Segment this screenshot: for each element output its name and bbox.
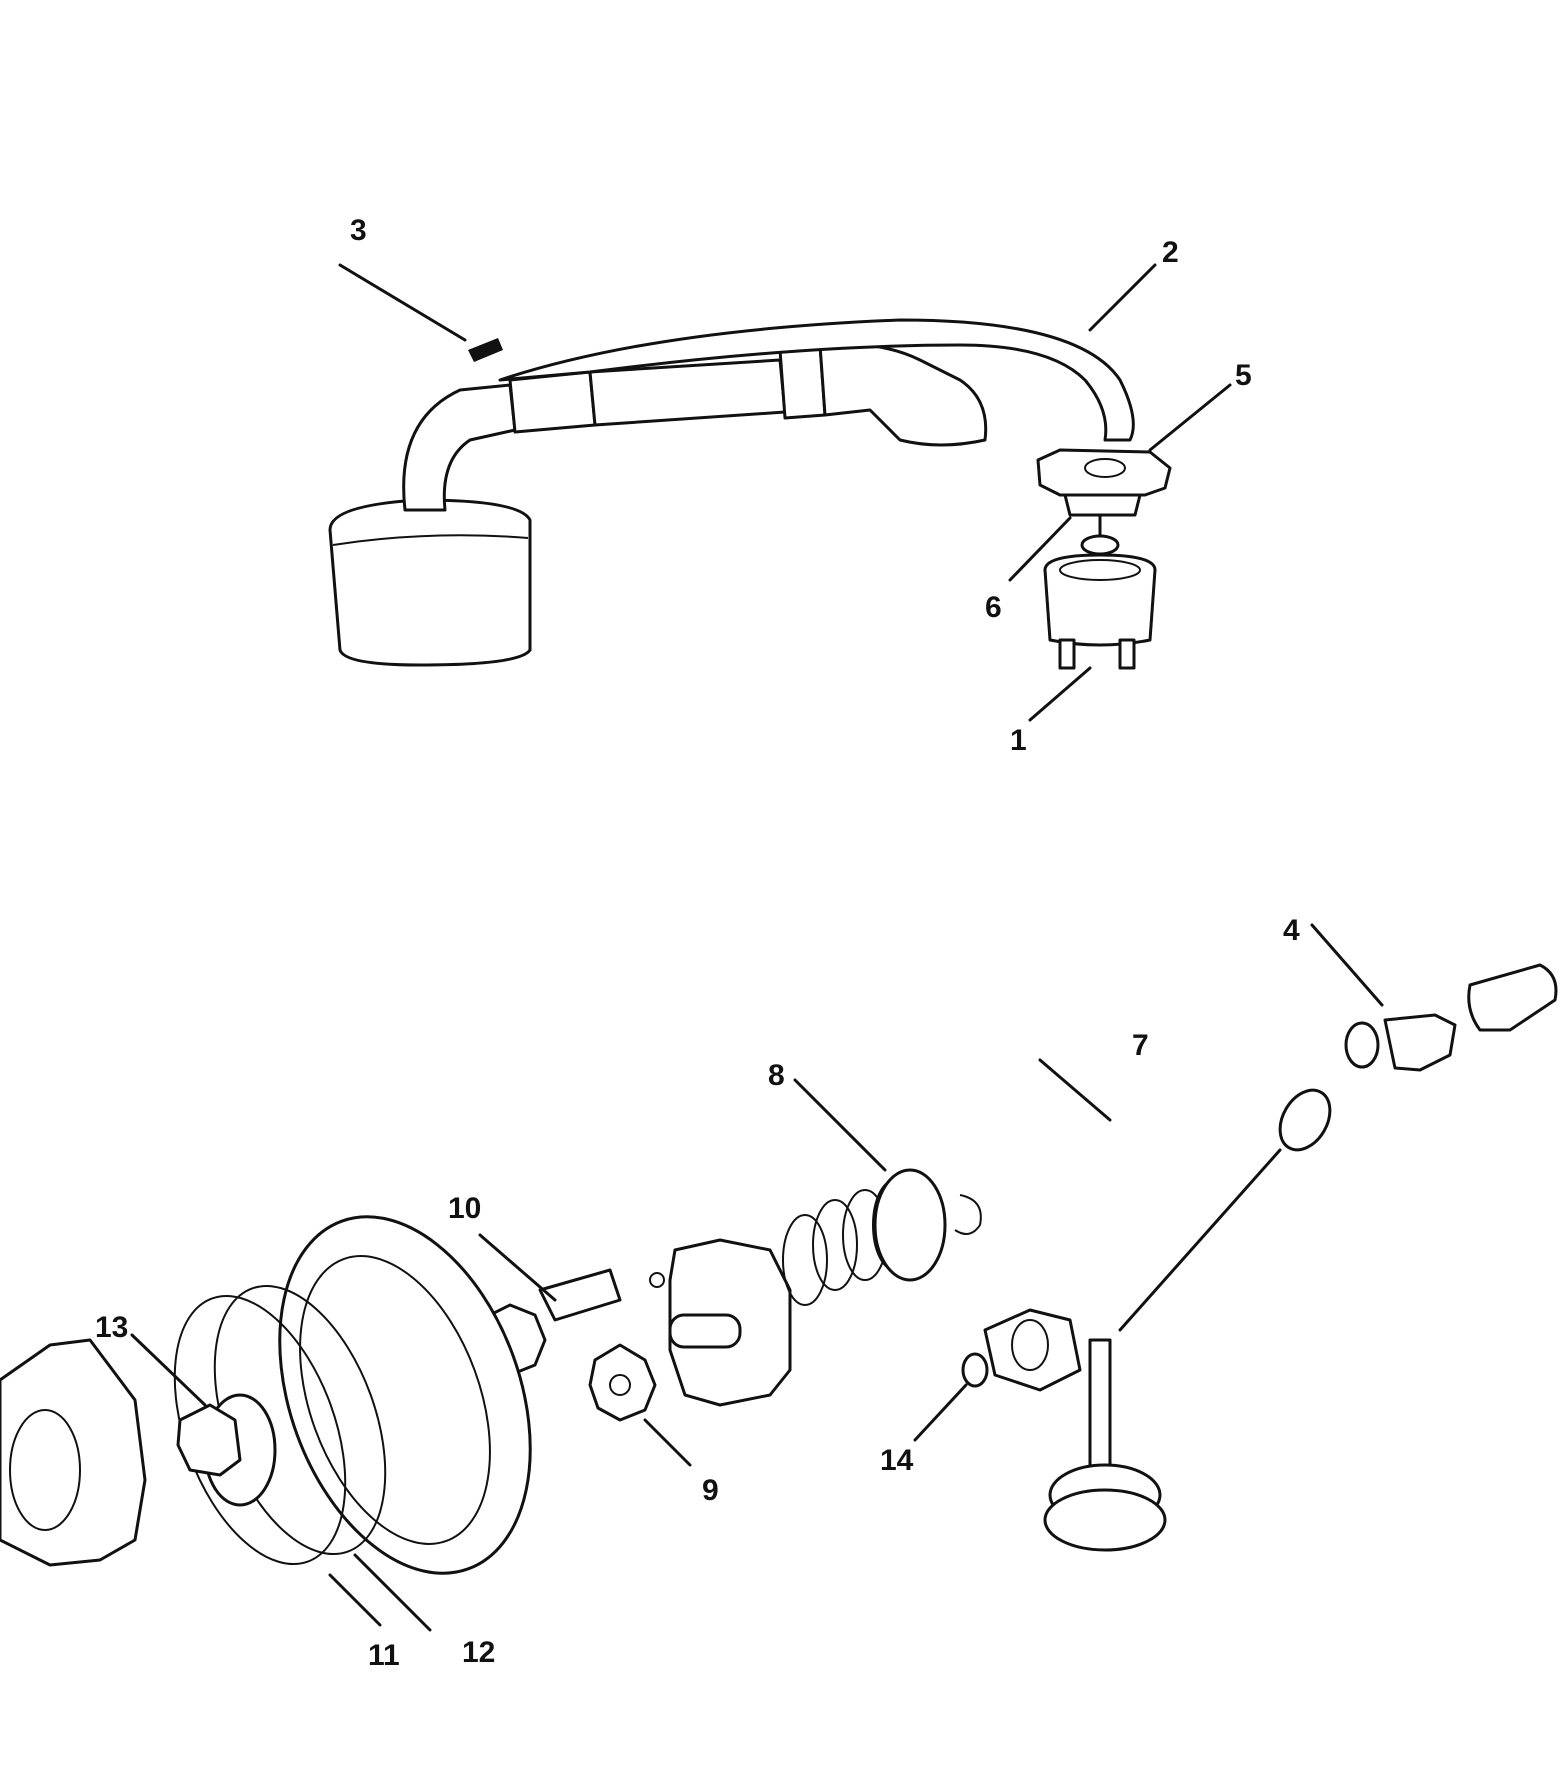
leader-line-3 — [338, 263, 467, 342]
callout-5: 5 — [1235, 359, 1252, 392]
leader-line-13 — [130, 1333, 207, 1407]
leader-line-8 — [793, 1078, 887, 1172]
callout-12: 12 — [462, 1636, 495, 1669]
pump-housing — [0, 1338, 147, 1567]
oil-pickup — [983, 1308, 1167, 1552]
pulley-hub — [176, 1393, 277, 1507]
callout-13: 13 — [95, 1311, 128, 1344]
callout-3: 3 — [350, 214, 367, 247]
driven-gear — [588, 1343, 657, 1422]
knurled-adapter — [1043, 553, 1157, 670]
leader-line-4 — [1310, 923, 1384, 1007]
pump-cover — [649, 1238, 792, 1407]
callout-4: 4 — [1283, 914, 1300, 947]
callout-2: 2 — [1162, 236, 1179, 269]
callout-10: 10 — [448, 1192, 481, 1225]
dipstick — [1118, 1088, 1332, 1332]
callout-7: 7 — [1132, 1029, 1149, 1062]
gasket-washer — [1080, 513, 1120, 556]
relief-valve-spring — [782, 1168, 982, 1306]
leader-line-7 — [1038, 1058, 1112, 1122]
leader-line-2 — [1088, 263, 1157, 332]
callout-11: 11 — [368, 1639, 400, 1672]
callout-14: 14 — [880, 1444, 914, 1477]
oil-pressure-switch — [1344, 963, 1558, 1072]
oil-filter-canister — [328, 498, 532, 667]
oil-hose-assembly — [402, 318, 1135, 512]
leader-line-14 — [913, 1383, 968, 1442]
callout-9: 9 — [702, 1474, 719, 1507]
leader-line-10 — [478, 1233, 557, 1302]
callout-6: 6 — [985, 591, 1002, 624]
fitting — [468, 338, 503, 362]
pulley — [278, 1215, 532, 1575]
nut — [961, 1352, 989, 1388]
leader-line-9 — [643, 1418, 692, 1467]
callout-1: 1 — [1010, 724, 1027, 757]
callout-8: 8 — [768, 1059, 785, 1092]
adapter-nut — [1036, 448, 1172, 517]
leader-line-5 — [1148, 383, 1232, 452]
leader-line-1 — [1028, 666, 1092, 722]
leader-line-12 — [353, 1553, 432, 1632]
leader-line-6 — [1008, 516, 1072, 582]
leader-line-11 — [328, 1573, 382, 1627]
